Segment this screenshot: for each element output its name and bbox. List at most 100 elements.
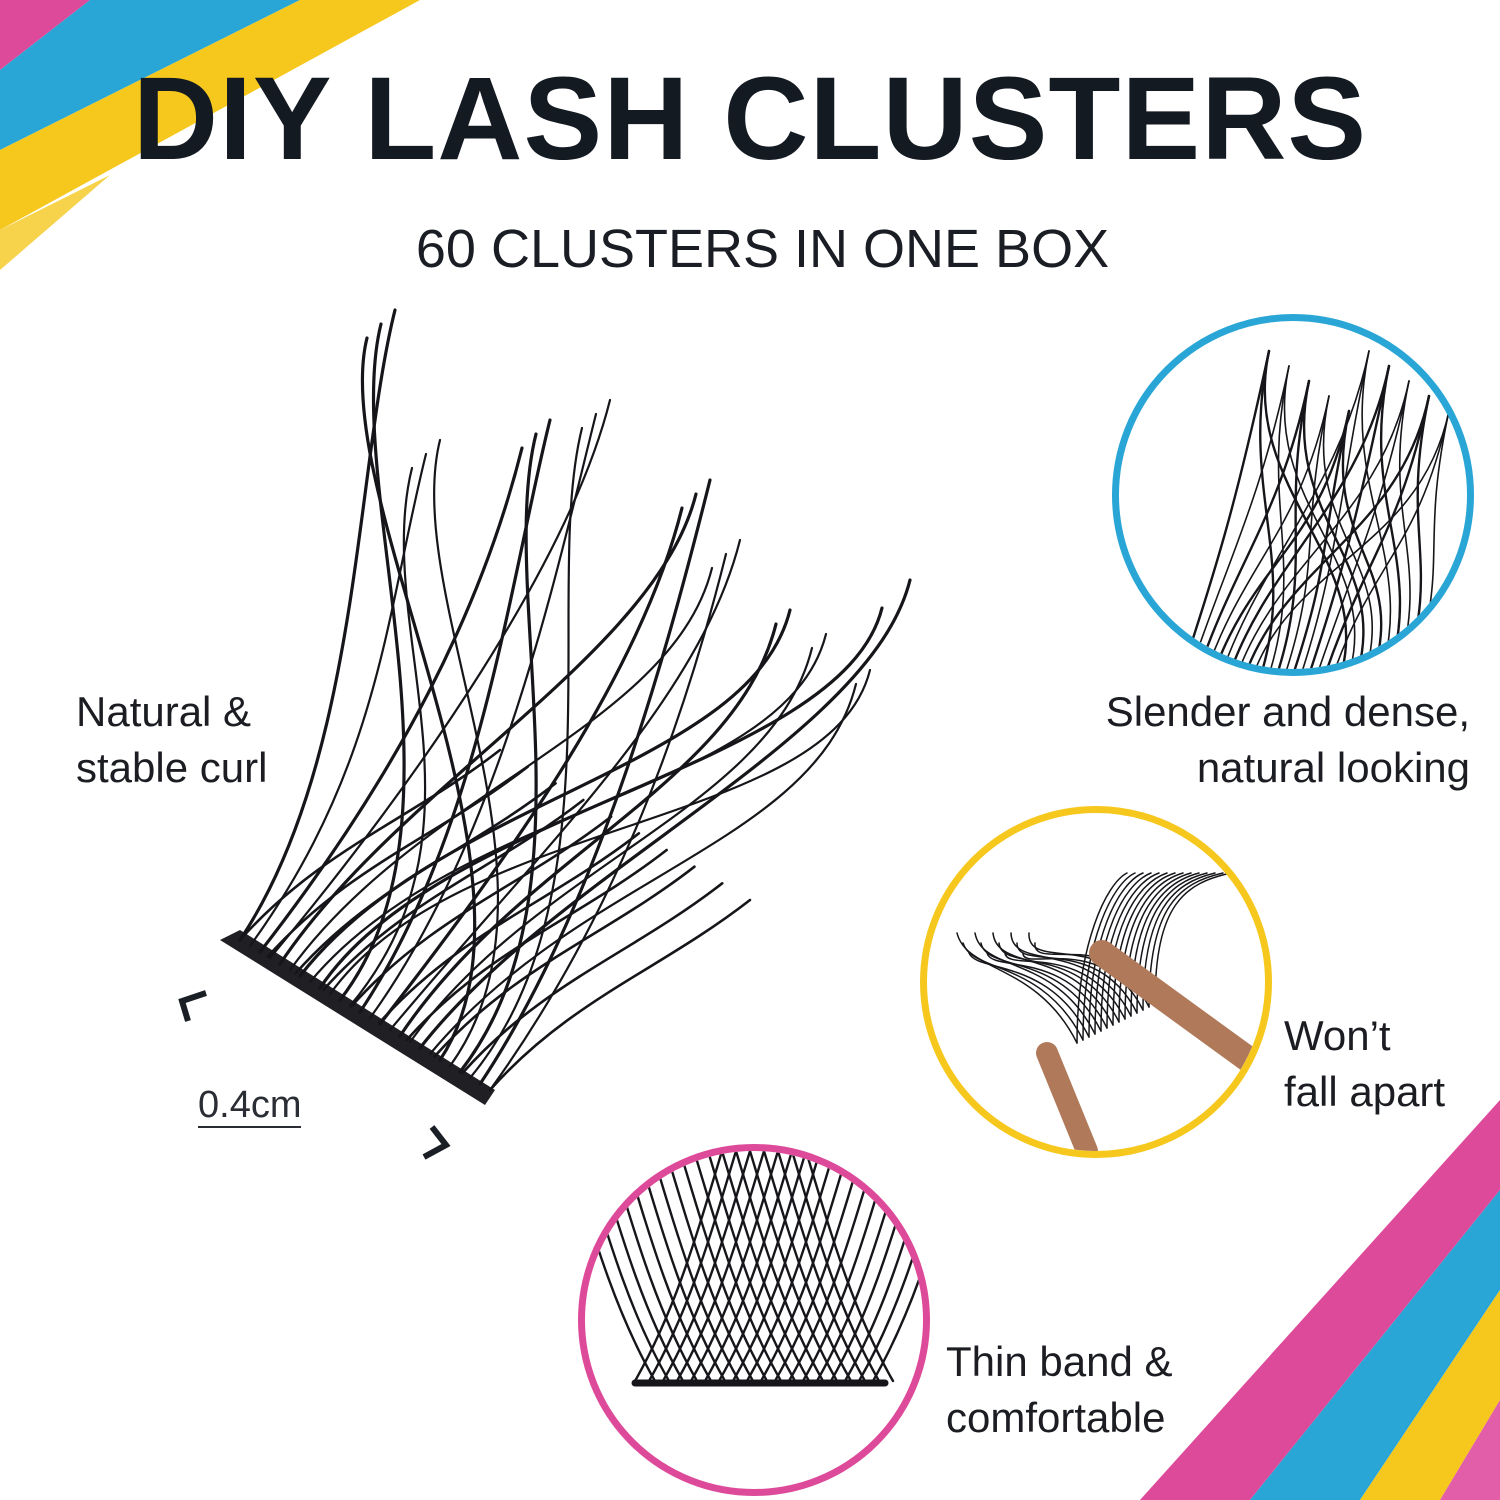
tweezer-arm-upper <box>1089 940 1265 1086</box>
corner-marker-right <box>422 1125 451 1160</box>
dense-strand <box>1259 349 1275 669</box>
detail-circle-thin-band <box>578 1144 930 1496</box>
band-strand <box>748 1151 839 1383</box>
band-strand <box>703 1151 794 1383</box>
stroke-yellow-bottom <box>1360 1290 1500 1500</box>
dense-strand <box>1293 409 1351 669</box>
dense-strand <box>1302 350 1370 669</box>
dense-strand <box>1309 364 1391 669</box>
lash-strand <box>428 682 858 1056</box>
stroke-yellow-top-2 <box>0 175 110 270</box>
lash-cross-strand <box>266 765 530 958</box>
dense-strand <box>1341 409 1383 669</box>
lash-strand <box>238 308 397 942</box>
lash-cross-strand <box>238 748 502 942</box>
caption-slender-dense: Slender and dense, natural looking <box>1040 684 1470 796</box>
caption-line: Slender and dense, <box>1105 688 1470 735</box>
detail-circle-tweezers <box>920 806 1272 1158</box>
lash-strand <box>360 336 477 1062</box>
band-strand <box>759 1151 850 1383</box>
dense-lash-closeup <box>1181 349 1450 669</box>
lash-strand <box>488 552 728 1092</box>
band-strand <box>776 1151 867 1383</box>
band-strand <box>692 1151 783 1383</box>
caption-line: Won’t <box>1284 1012 1391 1059</box>
caption-line: stable curl <box>76 744 268 791</box>
lash-cross-strand <box>488 898 752 1092</box>
cluster-strand <box>1076 872 1128 1044</box>
tweezer-arm-lower <box>1036 1042 1098 1151</box>
lash-strand <box>268 398 612 960</box>
dense-strand <box>1302 379 1365 669</box>
caption-line: natural looking <box>1196 744 1470 791</box>
band-strand <box>675 1151 766 1383</box>
lash-strand <box>418 578 912 1050</box>
lash-cluster-image <box>220 308 912 1105</box>
caption-line: Thin band & <box>946 1338 1173 1385</box>
lash-strand <box>358 418 552 1014</box>
cluster-strand <box>986 952 1108 1029</box>
lash-cross-strand <box>460 882 724 1075</box>
lash-strand <box>348 466 427 1008</box>
caption-wont-fall-apart: Won’t fall apart <box>1284 1008 1445 1120</box>
caption-line: Natural & <box>76 688 252 735</box>
band-strand <box>689 1151 780 1383</box>
dense-strand <box>1318 380 1410 669</box>
band-strand <box>664 1151 755 1383</box>
band-strand <box>633 1151 724 1383</box>
lash-strand <box>328 668 872 996</box>
stroke-blue-bottom <box>1250 1190 1500 1500</box>
dense-strand <box>1181 349 1271 669</box>
measurement-label: 0.4cm <box>198 1084 302 1128</box>
corner-marker-left <box>178 990 207 1022</box>
caption-thin-band: Thin band & comfortable <box>946 1334 1173 1446</box>
lash-strand <box>278 492 698 966</box>
dense-strand <box>1263 349 1348 669</box>
lash-cross-strand <box>322 798 585 992</box>
cluster-strand <box>980 942 1102 1032</box>
lash-cross-strand <box>349 815 613 1008</box>
stroke-yellow-top <box>0 0 420 230</box>
band-strand <box>678 1151 769 1383</box>
dense-strand <box>1277 379 1311 669</box>
lash-strand <box>432 438 499 1068</box>
cluster-strand <box>1154 872 1232 1005</box>
band-strand <box>717 1151 808 1383</box>
stroke-pink-bottom-2 <box>1440 1400 1500 1500</box>
lash-strand <box>338 322 406 1002</box>
lash-strand <box>398 622 778 1038</box>
dense-strand <box>1397 380 1411 669</box>
caption-line: fall apart <box>1284 1068 1446 1115</box>
lash-strand <box>478 478 712 1086</box>
band-strand <box>790 1151 881 1383</box>
lash-strand <box>378 506 684 1026</box>
lash-cross-strand <box>433 865 696 1058</box>
page-title: DIY LASH CLUSTERS <box>132 53 1368 185</box>
band-strand <box>720 1151 811 1383</box>
cluster-strand <box>992 932 1114 1026</box>
band-strand <box>804 1151 895 1383</box>
caption-line: comfortable <box>946 1394 1166 1441</box>
measurement-markers <box>178 990 451 1160</box>
lash-band <box>220 930 495 1105</box>
band-strand <box>762 1151 853 1383</box>
cluster-strand <box>974 932 1096 1035</box>
band-strand <box>745 1151 836 1383</box>
dense-strand <box>1269 365 1290 669</box>
cluster-strand <box>968 952 1090 1038</box>
cluster-strand <box>1004 952 1126 1020</box>
lash-strand <box>318 606 884 990</box>
lash-strand <box>468 426 584 1080</box>
lash-strand <box>288 566 714 972</box>
lash-strand <box>258 446 524 954</box>
band-strand <box>843 1176 923 1383</box>
stroke-pink-bottom <box>1140 1100 1500 1500</box>
band-strand <box>706 1151 797 1383</box>
band-strand <box>734 1151 825 1383</box>
lash-strand <box>458 432 538 1074</box>
band-strand <box>661 1151 752 1383</box>
tweezer-lash-closeup <box>956 872 1265 1151</box>
cluster-strand <box>962 942 1084 1041</box>
detail-circle-dense <box>1112 314 1474 676</box>
